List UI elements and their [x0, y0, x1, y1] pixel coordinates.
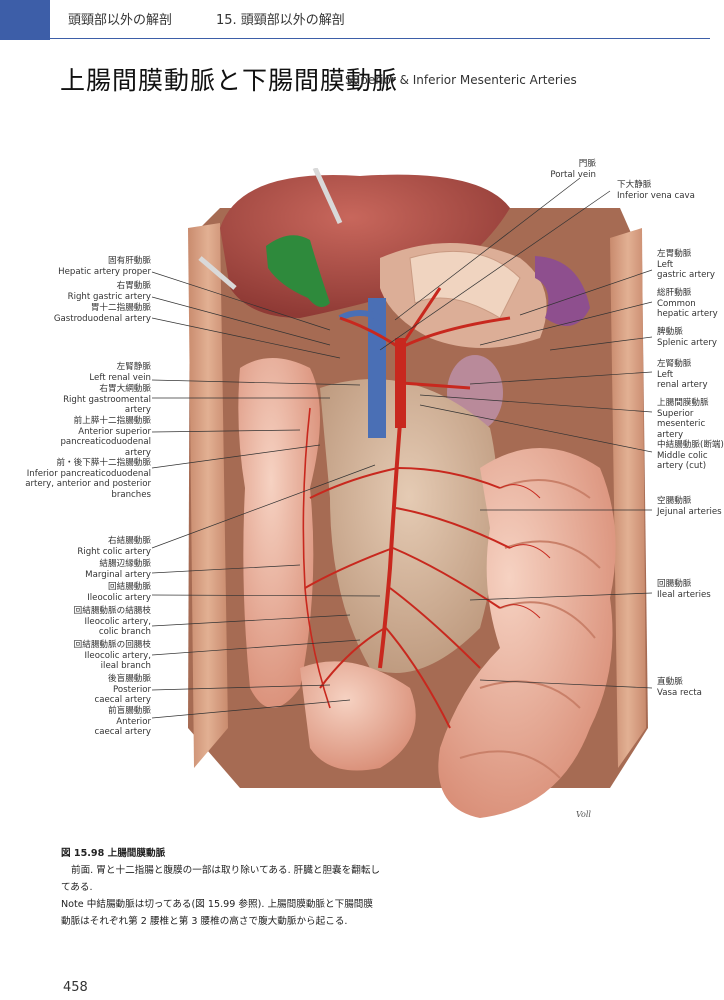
caption-note-line-1: Note 中結腸動脈は切ってある(図 15.99 参照). 上腸間膜動脈と下腸間… — [61, 899, 373, 910]
page-title-en: Superior & Inferior Mesenteric Arteries — [345, 73, 577, 87]
label-middle-colic-artery: 中結腸動脈(断端)Middle colic artery (cut) — [657, 440, 724, 472]
header-color-tab — [0, 0, 50, 40]
header-chapter: 15. 頭頸部以外の解剖 — [216, 13, 345, 28]
artist-signature: Voll — [576, 810, 591, 819]
superior-mesenteric-artery — [378, 422, 402, 669]
caption-figure-number: 図 15.98 上腸間膜動脈 — [61, 848, 166, 859]
mesentery — [320, 379, 498, 673]
page-number: 458 — [63, 980, 88, 995]
caption-line-1: 前面. 胃と十二指腸と腹膜の一部は取り除いてある. 肝臓と胆嚢を翻転し — [71, 865, 381, 876]
running-header: 頭頸部以外の解剖 15. 頭頸部以外の解剖 — [0, 0, 724, 40]
aorta — [395, 338, 406, 428]
figure-caption: 図 15.98 上腸間膜動脈 前面. 胃と十二指腸と腹膜の一部は取り除いてある.… — [61, 845, 661, 930]
caption-line-2: てある. — [61, 882, 93, 893]
small-intestine — [438, 448, 616, 818]
header-section: 頭頸部以外の解剖 — [68, 13, 173, 28]
anatomy-illustration — [180, 168, 650, 830]
caption-note-line-2: 動脈はそれぞれ第 2 腰椎と第 3 腰椎の高さで腹大動脈から起こる. — [61, 916, 348, 927]
page-title-ja: 上腸間膜動脈と下腸間膜動脈 — [60, 66, 399, 95]
header-rule — [50, 38, 710, 39]
